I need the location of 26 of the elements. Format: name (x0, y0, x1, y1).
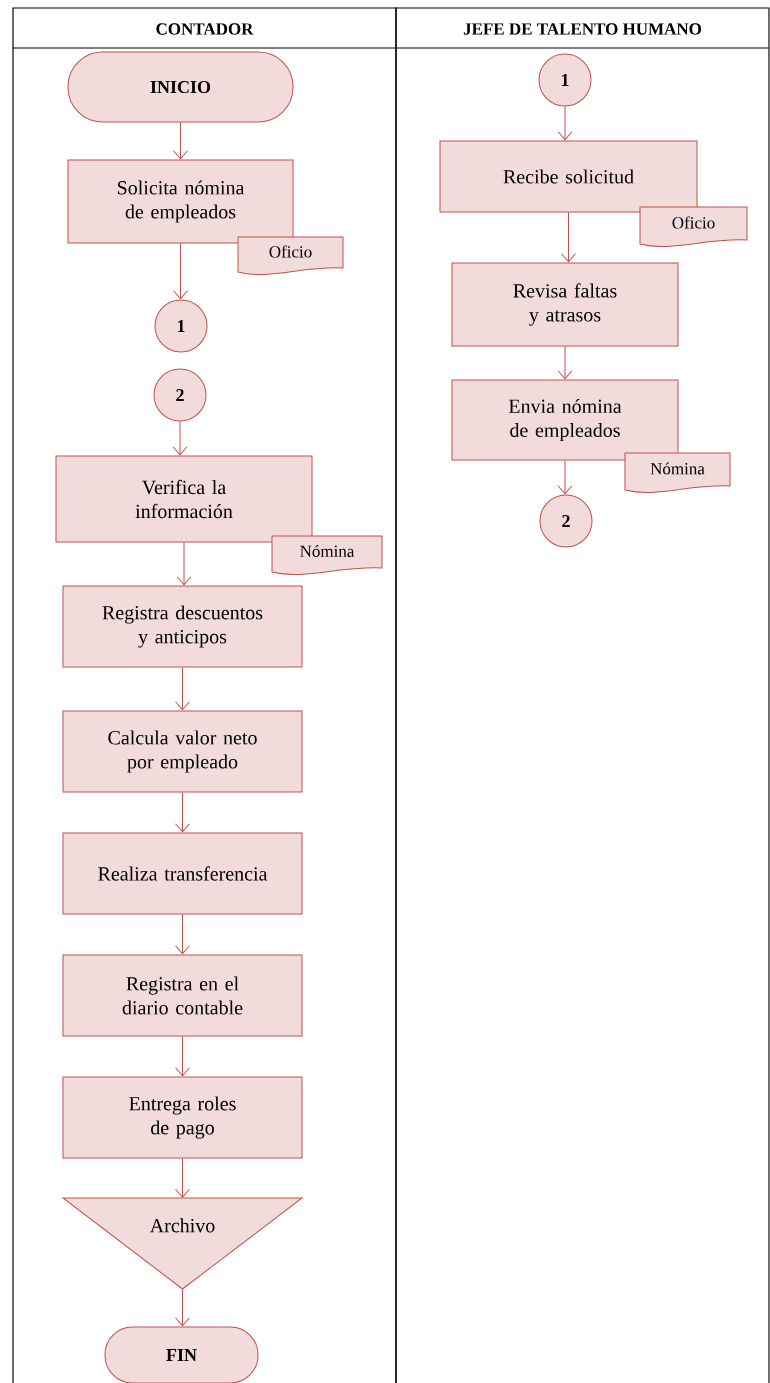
arrow (557, 106, 573, 141)
process-box: Calcula valor neto por empleado (62, 710, 303, 793)
process-box: Revisa faltas y atrasos (451, 262, 679, 347)
swimlane (12, 7, 397, 1383)
arrow (175, 1036, 190, 1077)
archive-triangle: Archivo (62, 1197, 303, 1290)
process-box: Registra en el diario contable (62, 954, 303, 1037)
lane-header: CONTADOR (156, 23, 254, 35)
lane-header: JEFE DE TALENTO HUMANO (463, 23, 702, 35)
process-box: Realiza transferencia (62, 832, 303, 915)
arrow (172, 421, 188, 456)
process-box: Verifica la información (55, 455, 313, 543)
arrow (175, 1288, 190, 1327)
arrow (557, 460, 573, 495)
arrow (176, 542, 192, 586)
arrow (557, 346, 573, 380)
arrow (175, 667, 190, 711)
process-box: Entrega roles de pago (62, 1076, 303, 1159)
arrow (173, 243, 188, 300)
arrow (561, 212, 576, 263)
swimlane (395, 7, 770, 1383)
arrow (173, 122, 188, 160)
arrow (175, 792, 190, 833)
arrow (175, 914, 190, 955)
arrow (175, 1158, 190, 1198)
process-box: Registra descuentos y anticipos (62, 585, 303, 668)
